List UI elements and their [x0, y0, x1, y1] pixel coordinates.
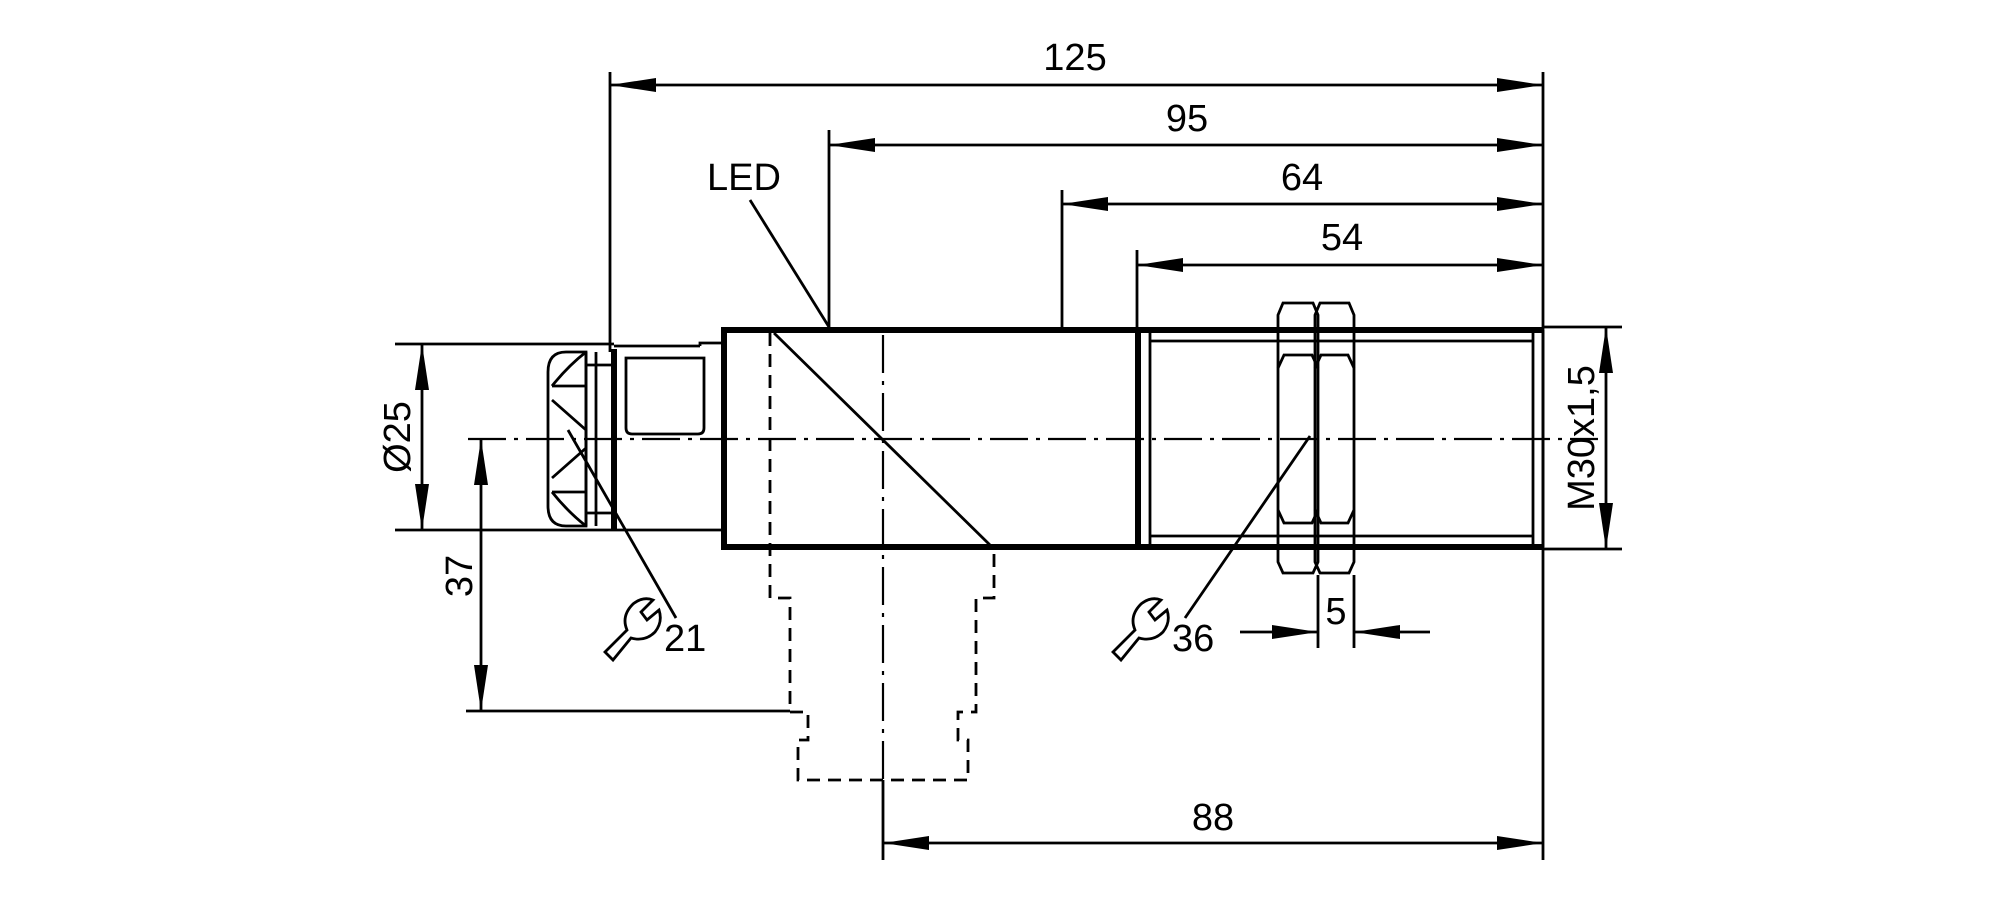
wrench-21-label: 21	[664, 618, 706, 660]
wrench-icon	[603, 597, 662, 663]
wrench-icon	[1111, 597, 1170, 663]
dim-37-label: 37	[439, 555, 481, 597]
dim-5-label: 5	[1325, 591, 1346, 633]
extension-lines	[395, 72, 1622, 860]
dim-thread-label: M30x1,5	[1561, 365, 1603, 511]
sensor-body	[721, 327, 1141, 550]
dim-88-label: 88	[1192, 797, 1234, 839]
wrench-36-label: 36	[1172, 618, 1214, 660]
leader-lines	[566, 199, 1312, 619]
dim-64-label: 64	[1281, 157, 1323, 199]
double-nut	[1276, 301, 1356, 575]
dimension-labels: 125 95 64 54 LED Ø25 M30x1,5 37 21 36 5 …	[377, 37, 1603, 839]
dimension-lines	[415, 78, 1613, 850]
connector-end	[611, 341, 724, 532]
dim-diameter-label: Ø25	[377, 401, 419, 473]
centerlines	[468, 335, 1598, 780]
dim-54-label: 54	[1321, 217, 1363, 259]
led-label: LED	[707, 157, 781, 199]
coupling-nut	[546, 350, 614, 528]
dim-125-label: 125	[1043, 37, 1106, 79]
dim-95-label: 95	[1166, 98, 1208, 140]
